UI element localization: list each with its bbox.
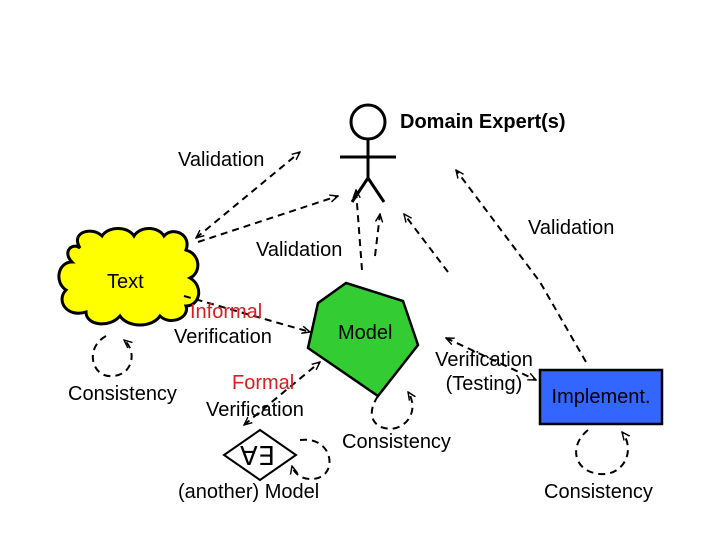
implement-box[interactable] — [538, 368, 664, 426]
testing-label: (Testing) — [445, 373, 523, 395]
stick-figure-icon — [340, 103, 396, 203]
testing-arrow — [446, 337, 536, 381]
formal-verification-label: Verification — [206, 399, 304, 421]
validation-right-label: Validation — [528, 217, 615, 239]
informal-verification-arrow — [183, 295, 310, 332]
consistency-loop-diamond — [292, 438, 331, 480]
verification-label: Verification — [435, 349, 533, 371]
text-label: Text — [107, 271, 144, 293]
quantifiers-label: ∀∃ — [240, 441, 275, 471]
validation-arrow-label-to-expert — [374, 214, 380, 257]
validation-arrow-implement-to-expert — [456, 170, 587, 363]
consistency-left-label: Consistency — [68, 383, 177, 405]
another-model-label: (another) Model — [178, 481, 320, 503]
informal-label: Informal — [190, 301, 263, 323]
diamond-icon — [222, 428, 298, 482]
consistency-loop-implement — [575, 429, 628, 476]
validation-arrow-pentagon-to-expert — [404, 214, 449, 273]
model-label: Model — [338, 322, 393, 344]
validation-middle-label: Validation — [256, 239, 343, 261]
validation-arrow-model-to-expert — [356, 190, 363, 271]
formal-label: Formal — [232, 372, 295, 394]
consistency-loop-model — [370, 392, 413, 430]
consistency-right-label: Consistency — [544, 481, 653, 503]
validation-top-label: Validation — [178, 149, 265, 171]
implement-label[interactable]: Implement. — [551, 386, 651, 408]
consistency-loop-cloud — [91, 335, 132, 378]
formal-verification-arrow — [244, 362, 320, 425]
validation-arrow-cloud-to-expert — [197, 196, 338, 243]
validation-arrow-cloud-to-label — [196, 152, 300, 238]
consistency-middle-label: Consistency — [342, 431, 451, 453]
cloud-icon — [57, 227, 201, 327]
domain-expert-label: Domain Expert(s) — [400, 111, 566, 133]
informal-verification-label: Verification — [174, 326, 272, 348]
